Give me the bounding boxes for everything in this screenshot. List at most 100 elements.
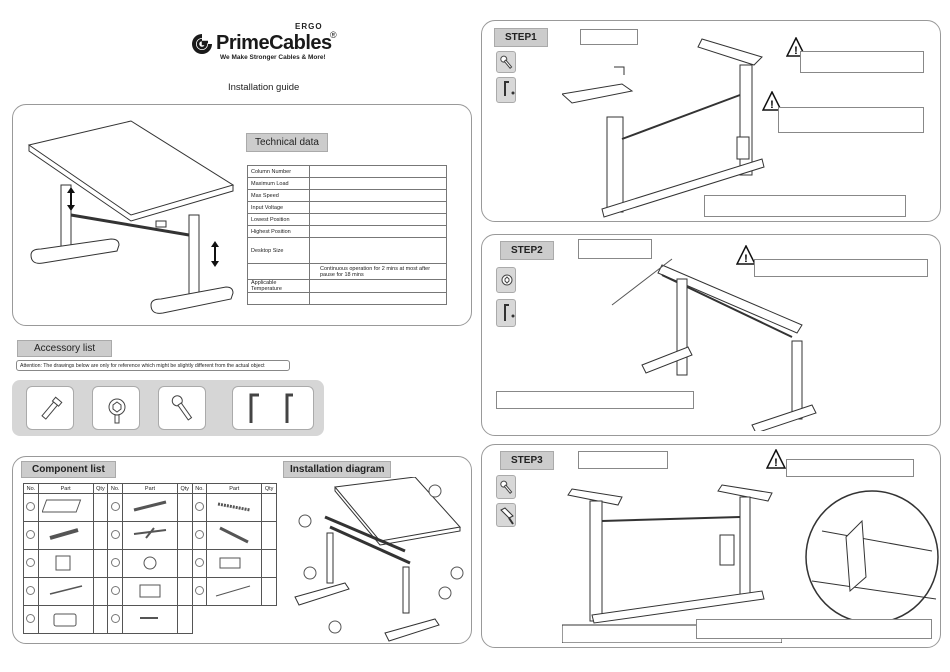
- technical-row: Applicable Temperature: [247, 279, 447, 293]
- screw-icon: [171, 395, 193, 421]
- step1-warning-note-2: [778, 107, 924, 133]
- technical-label: Highest Position: [247, 225, 310, 238]
- screw-icon: [500, 55, 513, 69]
- step3-illustration: [562, 484, 782, 643]
- installation-diagram: [294, 477, 464, 642]
- brand-tagline: We Make Stronger Cables & More!: [220, 54, 326, 61]
- component-row: [23, 549, 277, 578]
- technical-row: Column Number: [247, 165, 447, 178]
- brand-logo: ERGO PrimeCables ® We Make Stronger Cabl…: [190, 22, 350, 68]
- component-no: [23, 605, 39, 634]
- component-header: No.: [191, 483, 208, 494]
- technical-label: [247, 292, 310, 305]
- component-qty: [92, 577, 109, 606]
- component-no: [23, 549, 39, 578]
- component-part: [37, 549, 94, 578]
- technical-row: Lowest Position: [247, 213, 447, 226]
- step1-warning-note-1: [800, 51, 924, 73]
- step3-caption: [578, 451, 668, 469]
- component-part: [122, 521, 178, 550]
- technical-value: [309, 177, 447, 190]
- accessory-screw-1: [26, 386, 74, 430]
- screwdriver-icon: [500, 507, 514, 525]
- number-circle-icon: [26, 502, 36, 511]
- component-no: [23, 493, 39, 522]
- component-qty: [92, 521, 109, 550]
- step2-illustration: [611, 258, 817, 431]
- technical-label: Lowest Position: [247, 213, 310, 226]
- technical-label: Maximum Load: [247, 177, 310, 190]
- step1-illustration: [562, 38, 765, 218]
- component-part: [122, 493, 178, 522]
- technical-row: Max Speed: [247, 189, 447, 202]
- component-row: [23, 605, 277, 634]
- part-icon: [55, 555, 71, 570]
- technical-label: Input Voltage: [247, 201, 310, 214]
- desk-illustration: [27, 120, 235, 314]
- bolt-icon: [501, 274, 513, 286]
- technical-label: Desktop Size: [247, 237, 310, 264]
- component-qty: [92, 549, 109, 578]
- number-circle-icon: [110, 558, 120, 567]
- step2-note: [496, 391, 694, 409]
- component-row: [23, 493, 277, 522]
- component-no: [23, 577, 39, 606]
- part-icon: [133, 526, 167, 539]
- step2-panel: STEP2 !: [481, 234, 941, 436]
- brand-ergo: ERGO: [295, 22, 323, 31]
- svg-text:!: !: [794, 45, 798, 57]
- number-circle-icon: [110, 502, 120, 511]
- technical-row: Desktop Size: [247, 237, 447, 264]
- technical-value: [309, 279, 447, 293]
- accessory-attention: Attention: The drawings below are only f…: [16, 360, 290, 371]
- number-circle-icon: [195, 586, 204, 595]
- number-circle-icon: [26, 530, 36, 539]
- component-part: [37, 493, 94, 522]
- component-no: [107, 605, 124, 634]
- number-circle-icon: [110, 586, 120, 595]
- technical-label: Applicable Temperature: [247, 279, 310, 293]
- component-title: Component list: [21, 461, 116, 478]
- hex-key-icon: [249, 393, 293, 423]
- component-empty: [192, 606, 276, 634]
- technical-row: Continuous operation for 2 mins at most …: [247, 263, 447, 280]
- step3-label: STEP3: [500, 451, 554, 470]
- component-row: [23, 577, 277, 606]
- component-part: [37, 521, 94, 550]
- component-qty: [176, 577, 193, 606]
- component-header: Qty: [92, 483, 109, 494]
- technical-row: Maximum Load: [247, 177, 447, 190]
- step3-screw-tool: [496, 475, 516, 499]
- technical-value: Continuous operation for 2 mins at most …: [309, 263, 447, 280]
- component-header: No.: [107, 483, 124, 494]
- technical-label: Column Number: [247, 165, 310, 178]
- step2-label: STEP2: [500, 241, 554, 260]
- step1-caption: [580, 29, 638, 45]
- step2-bolt-tool: [496, 267, 516, 293]
- step3-warning-note: [786, 459, 914, 477]
- accessory-screw-2: [158, 386, 206, 430]
- component-part: [206, 549, 263, 578]
- part-icon: [139, 584, 161, 597]
- component-qty: [261, 521, 277, 550]
- step2-hex-tool: [496, 299, 516, 327]
- number-circle-icon: [110, 530, 120, 539]
- component-no: [107, 521, 124, 550]
- technical-value: [309, 237, 447, 264]
- component-part: [37, 577, 94, 606]
- step3-note: [696, 619, 932, 639]
- number-circle-icon: [26, 558, 36, 567]
- component-no: [191, 493, 208, 522]
- step1-hex-tool: [496, 77, 516, 103]
- component-qty: [261, 493, 277, 522]
- part-icon: [49, 527, 79, 540]
- guide-title: Installation guide: [228, 82, 300, 93]
- part-icon: [49, 584, 82, 595]
- step1-note: [704, 195, 906, 217]
- component-qty: [176, 521, 193, 550]
- step3-detail-zoom: [805, 490, 939, 624]
- part-icon: [53, 613, 77, 626]
